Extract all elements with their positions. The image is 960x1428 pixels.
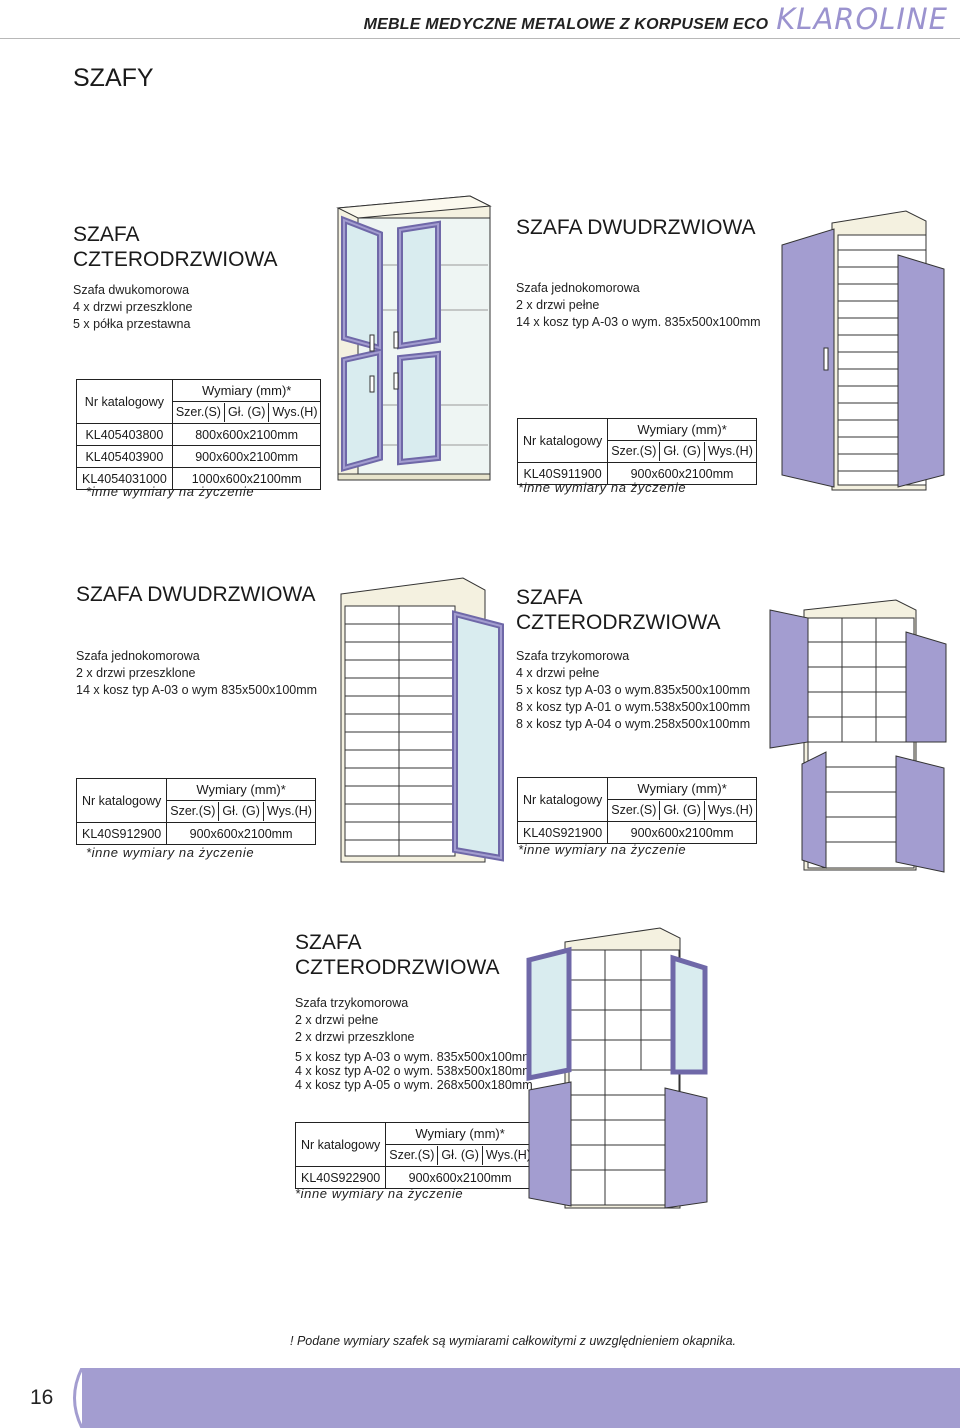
dimension-subheaders: Szer.(S)Gł. (G)Wys.(H) [385,1144,535,1167]
dimension-subheaders: Szer.(S)Gł. (G)Wys.(H) [607,440,757,463]
product-2-title: SZAFA DWUDRZWIOWA [516,216,756,239]
catalog-header: Nr katalogowy [76,379,173,424]
dimensions-header: Wymiary (mm)* [385,1122,535,1145]
product-3-spec-table: Nr katalogowy Wymiary (mm)* Szer.(S)Gł. … [75,778,316,845]
catalog-header: Nr katalogowy [516,418,609,463]
product-4-note: *inne wymiary na życzenie [518,842,687,857]
header-divider [0,38,960,39]
cabinet-four-glass-doors-image [336,195,492,481]
product-1-note: *inne wymiary na życzenie [86,484,255,499]
product-3-title: SZAFA DWUDRZWIOWA [76,583,316,606]
footer-decoration [0,1368,960,1428]
product-5-description: Szafa trzykomorowa 2 x drzwi pełne 2 x d… [295,996,533,1092]
cabinet-two-glass-doors-image [340,577,504,863]
cabinet-two-solid-doors-image [781,210,945,491]
product-2-description: Szafa jednokomorowa 2 x drzwi pełne 14 x… [516,281,761,329]
dimensions-header: Wymiary (mm)* [607,777,757,800]
product-1-description: Szafa dwukomorowa 4 x drzwi przeszklone … [73,283,193,331]
footnote: ! Podane wymiary szafek są wymiarami cał… [290,1334,737,1348]
product-5-spec-table: Nr katalogowy Wymiary (mm)* Szer.(S)Gł. … [294,1122,535,1189]
catalog-header: Nr katalogowy [516,777,609,822]
product-4-spec-table: Nr katalogowy Wymiary (mm)* Szer.(S)Gł. … [516,777,757,844]
page-title: SZAFY [73,64,154,92]
dimension-subheaders: Szer.(S)Gł. (G)Wys.(H) [171,401,322,424]
catalog-header: Nr katalogowy [294,1122,387,1167]
dimensions-header: Wymiary (mm)* [607,418,757,441]
product-4-description: Szafa trzykomorowa 4 x drzwi pełne 5 x k… [516,649,751,731]
page-number: 16 [30,1386,54,1409]
cabinet-mixed-doors-image [526,927,708,1209]
dimension-subheaders: Szer.(S)Gł. (G)Wys.(H) [607,799,757,822]
product-3-note: *inne wymiary na życzenie [86,845,255,860]
product-3-description: Szafa jednokomorowa 2 x drzwi przeszklon… [76,649,318,697]
dimensions-header: Wymiary (mm)* [166,778,316,801]
product-2-note: *inne wymiary na życzenie [518,480,687,495]
dimensions-header: Wymiary (mm)* [171,379,322,402]
product-1-spec-table: Nr katalogowy Wymiary (mm)* Szer.(S)Gł. … [76,379,322,490]
page-header: MEBLE MEDYCZNE METALOWE Z KORPUSEM ECO K… [364,2,948,36]
product-2-spec-table: Nr katalogowy Wymiary (mm)* Szer.(S)Gł. … [516,418,757,485]
catalog-header: Nr katalogowy [75,778,168,823]
dimension-subheaders: Szer.(S)Gł. (G)Wys.(H) [166,800,316,823]
cabinet-four-solid-doors-image [769,599,947,873]
header-subtitle: MEBLE MEDYCZNE METALOWE Z KORPUSEM ECO [363,16,769,33]
brand-logo: KLAROLINE [776,2,948,36]
product-5-note: *inne wymiary na życzenie [295,1186,464,1201]
